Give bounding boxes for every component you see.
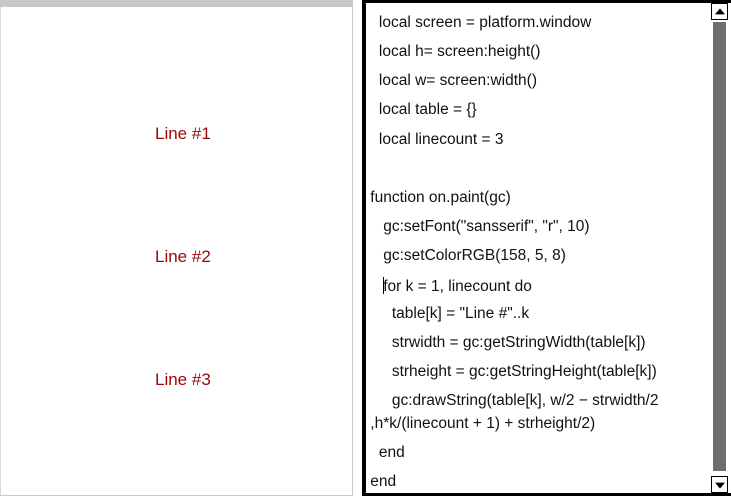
code-line-17[interactable]: end xyxy=(366,473,397,490)
output-canvas[interactable]: Line #1 Line #2 Line #3 xyxy=(1,7,352,495)
scrollbar-thumb[interactable] xyxy=(713,22,726,471)
scrollbar-down-button[interactable] xyxy=(711,476,728,493)
code-line-11[interactable]: table[k] = "Line #"..k xyxy=(366,305,530,322)
code-line-12[interactable]: strwidth = gc:getStringWidth(table[k]) xyxy=(366,334,646,351)
code-line-text: for k = 1, linecount do xyxy=(383,278,532,295)
code-line-7[interactable]: function on.paint(gc) xyxy=(366,189,511,206)
chevron-up-icon xyxy=(714,7,725,14)
code-line-15[interactable]: ,h*k/(linecount + 1) + strheight/2) xyxy=(366,415,596,432)
code-line-2[interactable]: local h= screen:height() xyxy=(366,43,541,60)
code-line-8[interactable]: gc:setFont("sansserif", "r", 10) xyxy=(366,218,590,235)
code-indent xyxy=(366,278,383,295)
output-line-1: Line #1 xyxy=(155,124,211,143)
output-line-2: Line #2 xyxy=(155,247,211,266)
editor-vertical-scrollbar[interactable] xyxy=(711,3,729,493)
scrollbar-up-button[interactable] xyxy=(711,3,728,20)
output-panel-left-edge xyxy=(0,7,1,495)
output-line-3: Line #3 xyxy=(155,370,211,389)
code-line-10[interactable]: for k = 1, linecount do xyxy=(366,277,532,295)
chevron-down-icon xyxy=(714,482,725,489)
code-line-9[interactable]: gc:setColorRGB(158, 5, 8) xyxy=(366,247,566,264)
code-line-3[interactable]: local w= screen:width() xyxy=(366,72,537,89)
code-editor-panel[interactable]: local screen = platform.window local h= … xyxy=(362,0,731,496)
text-caret xyxy=(383,277,385,294)
code-text-area[interactable]: local screen = platform.window local h= … xyxy=(366,3,712,493)
code-line-1[interactable]: local screen = platform.window xyxy=(366,14,592,31)
code-line-4[interactable]: local table = {} xyxy=(366,101,477,118)
rendered-output-panel[interactable]: Line #1 Line #2 Line #3 xyxy=(0,0,353,496)
code-line-16[interactable]: end xyxy=(366,444,405,461)
code-line-14[interactable]: gc:drawString(table[k], w/2 − strwidth/2 xyxy=(366,392,659,409)
output-panel-topbar xyxy=(0,0,352,7)
code-line-13[interactable]: strheight = gc:getStringHeight(table[k]) xyxy=(366,363,657,380)
code-line-5[interactable]: local linecount = 3 xyxy=(366,131,504,148)
